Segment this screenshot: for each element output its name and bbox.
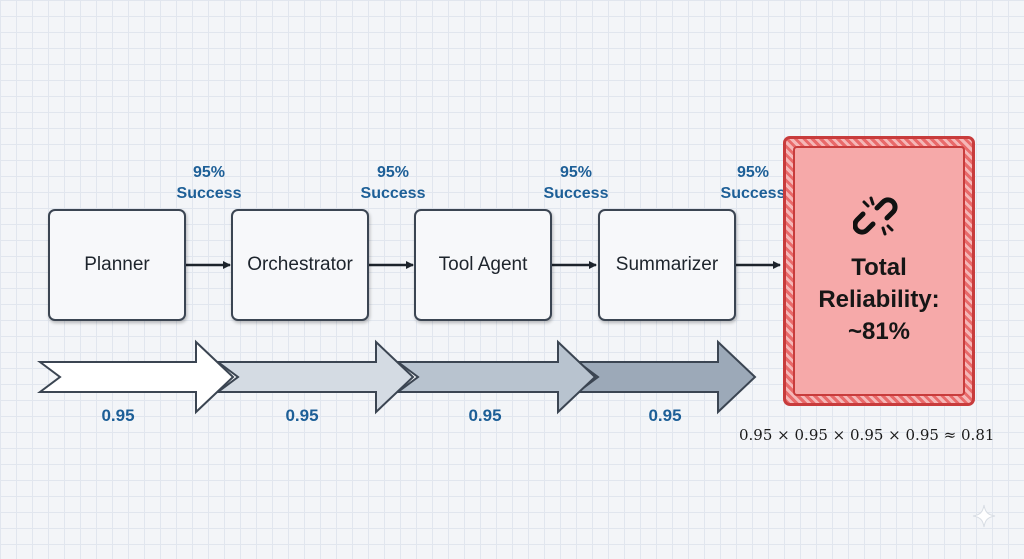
success-text: Success (176, 185, 242, 202)
success-text: Success (543, 185, 609, 202)
node-summarizer[interactable]: Summarizer (598, 209, 736, 321)
chevron-segment-2 (215, 339, 415, 415)
success-label-1: 95% Success (159, 162, 259, 204)
reliability-formula: 0.95 × 0.95 × 0.95 × 0.95 ≈ 0.81 (739, 426, 995, 444)
success-percent: 95% (192, 164, 226, 181)
reliability-value-2: 0.95 (285, 406, 319, 425)
node-tool-agent[interactable]: Tool Agent (414, 209, 552, 321)
reliability-value-3: 0.95 (468, 406, 502, 425)
reliability-value-1: 0.95 (101, 406, 135, 425)
sparkle-icon (972, 504, 996, 528)
reliability-value-4: 0.95 (648, 406, 682, 425)
chevron-band (37, 339, 757, 415)
success-percent: 95% (376, 164, 410, 181)
chevron-segment-3 (395, 339, 597, 415)
total-subtitle: Reliability: (818, 286, 940, 313)
total-title: Total (851, 254, 907, 281)
node-tool-agent-label: Tool Agent (438, 254, 528, 275)
success-label-2: 95% Success (343, 162, 443, 204)
success-label-4: 95% Success (703, 162, 803, 204)
success-text: Success (720, 185, 786, 202)
total-reliability-text: Total Reliability: ~81% (818, 252, 939, 348)
success-text: Success (360, 185, 426, 202)
success-label-3: 95% Success (526, 162, 626, 204)
success-percent: 95% (736, 164, 770, 181)
chevron-segment-4 (575, 339, 757, 415)
total-reliability-box: Total Reliability: ~81% (783, 136, 975, 406)
node-orchestrator-label: Orchestrator (247, 254, 353, 275)
success-percent: 95% (559, 164, 593, 181)
total-reliability-inner: Total Reliability: ~81% (793, 146, 965, 396)
broken-chain-link-icon (853, 196, 898, 236)
node-planner-label: Planner (84, 254, 150, 275)
total-value: ~81% (847, 318, 911, 345)
node-planner[interactable]: Planner (48, 209, 186, 321)
node-orchestrator[interactable]: Orchestrator (231, 209, 369, 321)
node-summarizer-label: Summarizer (615, 254, 719, 275)
chevron-segment-1 (37, 339, 235, 415)
